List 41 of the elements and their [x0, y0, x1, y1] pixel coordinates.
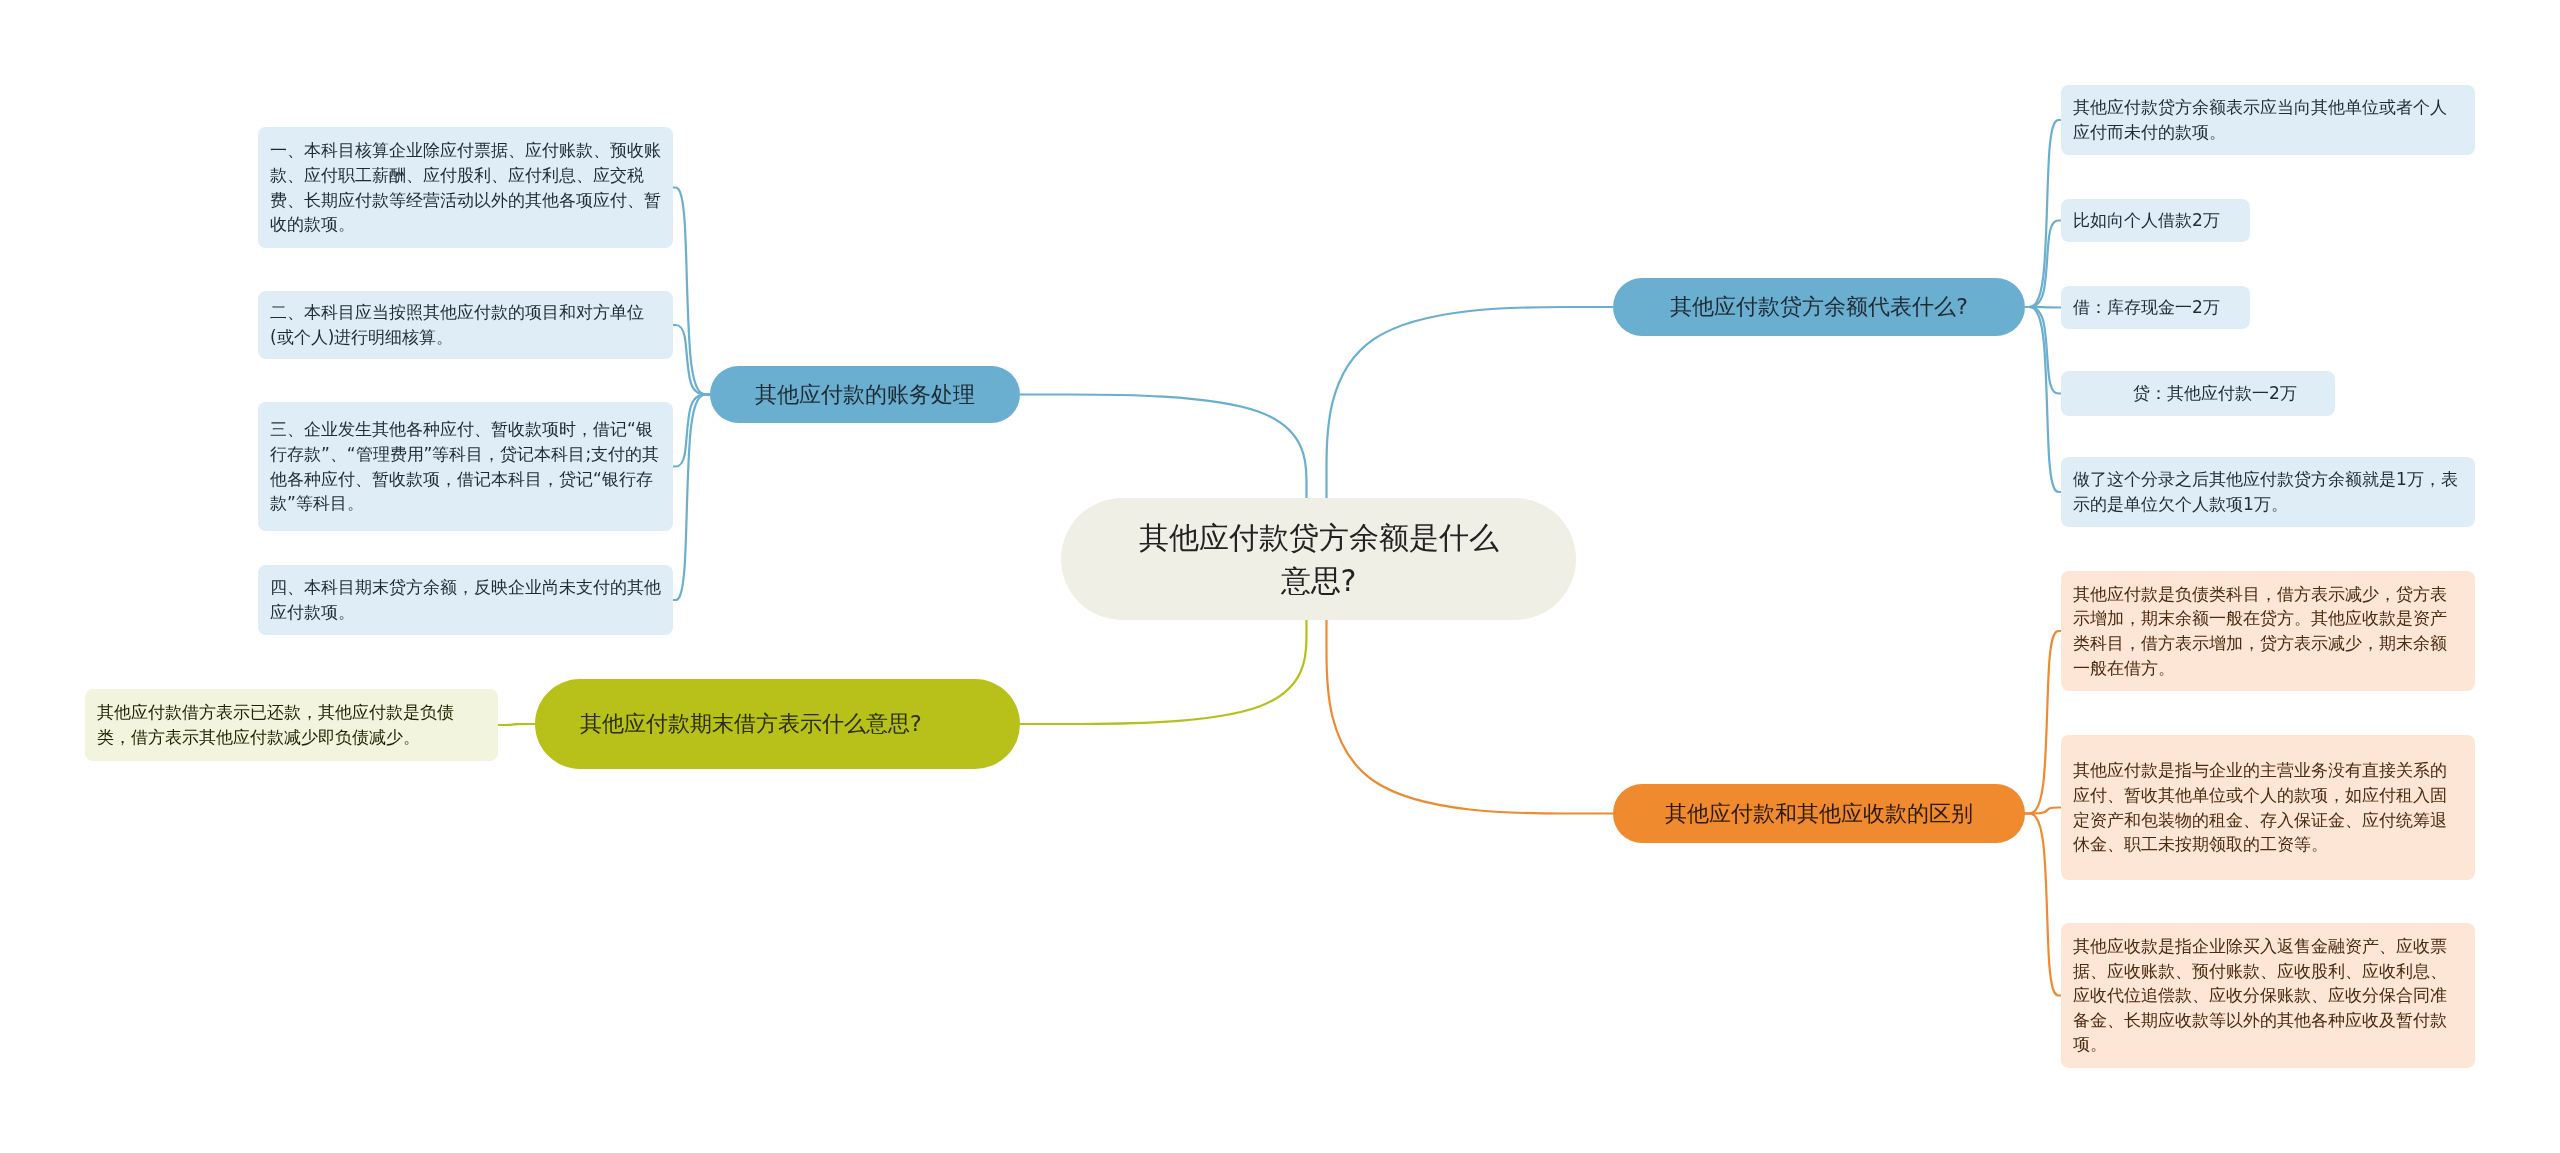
topic-text: 其他应付款贷方余额代表什么? [1670, 293, 1968, 322]
connector-line [2025, 812, 2061, 997]
note-box [258, 127, 673, 248]
note-box [2061, 199, 2250, 242]
note-box [2061, 286, 2250, 329]
note-text: 一、本科目核算企业除应付票据、应付账款、预收账款、应付职工薪酬、应付股利、应付利息、应交税费、长期应付款等经营活动以外的其他各项应付、暂收的款项。 [270, 139, 661, 237]
connector-line [1325, 620, 1613, 815]
note-box [2061, 571, 2475, 691]
note-box [2061, 457, 2475, 527]
note-box [2061, 371, 2335, 416]
central-topic-text: 其他应付款贷方余额是什么意思? [1137, 518, 1500, 600]
topic-box [1613, 784, 2025, 843]
topic-box [1613, 278, 2025, 336]
note-text: 做了这个分录之后其他应付款贷方余额就是1万，表示的是单位欠个人款项1万。 [2073, 468, 2459, 516]
connector-line [498, 722, 535, 727]
note-text: 其他应收款是指企业除买入返售金融资产、应收票据、应收账款、预付账款、应收股利、应收利息、应收代位追偿款、应收分保账款、应收分保合同准备金、长期应收款等以外的其他各种应收及暂付款项。 [2073, 934, 2448, 1057]
note-text: 其他应付款借方表示已还款，其他应付款是负债类，借方表示其他应付款减少即负债减少。 [97, 701, 455, 749]
connector-line [673, 393, 710, 602]
note-box [2061, 923, 2475, 1068]
note-text: 二、本科目应当按照其他应付款的项目和对方单位(或个人)进行明细核算。 [270, 301, 645, 349]
note-text: 其他应付款是负债类科目，借方表示减少，贷方表示增加，期末余额一般在贷方。其他应收款是资产类科目，借方表示增加，贷方表示减少，期末余额一般在借方。 [2073, 582, 2448, 680]
note-text: 比如向个人借款2万 [2073, 209, 2220, 233]
connector-line [1020, 620, 1308, 726]
note-text: 其他应付款贷方余额表示应当向其他单位或者个人应付而未付的款项。 [2073, 96, 2448, 144]
topic-box [710, 366, 1020, 423]
note-text: 三、企业发生其他各种应付、暂收款项时，借记“银行存款”、“管理费用”等科目，贷记本科目;支付的其他各种应付、暂收款项，借记本科目，贷记“银行存款”等科目。 [270, 418, 661, 516]
topic-text: 其他应付款和其他应收款的区别 [1665, 799, 1973, 828]
note-box [258, 402, 673, 531]
connector-line [1325, 305, 1613, 498]
note-text: 四、本科目期末贷方余额，反映企业尚未支付的其他应付款项。 [270, 576, 661, 624]
note-box [258, 565, 673, 635]
note-box [85, 689, 498, 761]
note-text: 贷：其他应付款一2万 [2133, 382, 2297, 406]
note-text: 借：库存现金一2万 [2073, 296, 2220, 320]
note-text: 其他应付款是指与企业的主营业务没有直接关系的应付、暂收其他单位或个人的款项，如应付租入固定资产和包装物的租金、存入保证金、应付统筹退休金、职工未按期领取的工资等。 [2073, 759, 2448, 857]
topic-text: 其他应付款期末借方表示什么意思? [580, 710, 922, 739]
topic-text: 其他应付款的账务处理 [755, 380, 975, 409]
connector-line [1020, 393, 1308, 498]
note-box [2061, 85, 2475, 155]
note-box [258, 291, 673, 359]
note-box [2061, 735, 2475, 880]
